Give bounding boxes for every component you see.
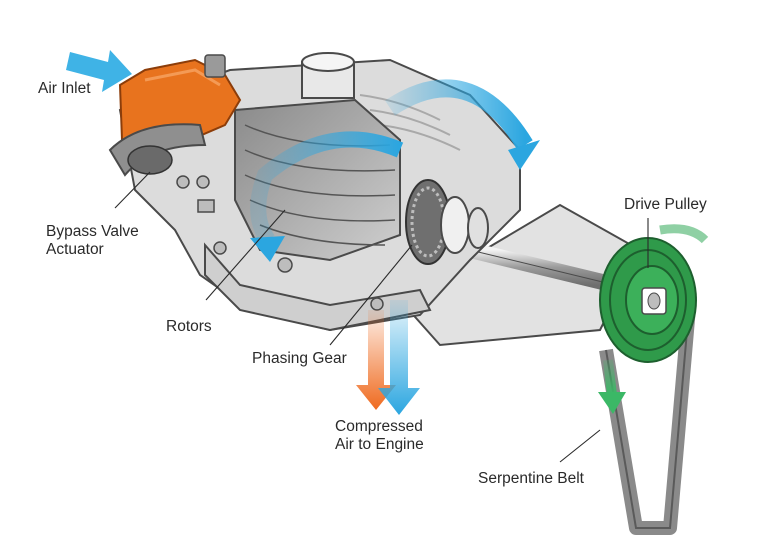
compressed-air-text-line2: Air to Engine <box>335 436 424 453</box>
label-phasing-gear: Phasing Gear <box>252 350 347 368</box>
compressed-air-text-line1: Compressed <box>335 418 423 435</box>
label-air-inlet: Air Inlet <box>38 80 91 98</box>
rotor-rotation-arrow <box>250 131 404 262</box>
label-compressed-air: Compressed Air to Engine <box>335 418 424 454</box>
outlet-neck <box>301 52 355 99</box>
drive-pulley-text: Drive Pulley <box>624 196 707 213</box>
air-inlet-text: Air Inlet <box>38 80 91 97</box>
rotors-text: Rotors <box>166 318 212 335</box>
label-rotors: Rotors <box>166 318 212 336</box>
air-inlet-arrow <box>66 50 132 92</box>
phasing-gear-text: Phasing Gear <box>252 350 347 367</box>
pulley-rotation-arrows <box>598 224 709 414</box>
snout-housing <box>398 203 642 347</box>
serpentine-belt-text: Serpentine Belt <box>478 470 584 487</box>
serpentine-belt <box>599 295 697 535</box>
label-bypass-valve-actuator: Bypass Valve Actuator <box>46 223 139 259</box>
top-rotation-arrow <box>385 79 540 170</box>
bypass-valve-text-line1: Bypass Valve <box>46 223 139 240</box>
bypass-valve-text-line2: Actuator <box>46 241 104 258</box>
label-drive-pulley: Drive Pulley <box>624 196 707 214</box>
label-serpentine-belt: Serpentine Belt <box>478 470 584 488</box>
leader-lines <box>114 171 649 463</box>
bypass-valve-actuator <box>108 54 226 213</box>
phasing-gear <box>405 179 489 265</box>
compressed-air-arrows <box>356 300 420 415</box>
